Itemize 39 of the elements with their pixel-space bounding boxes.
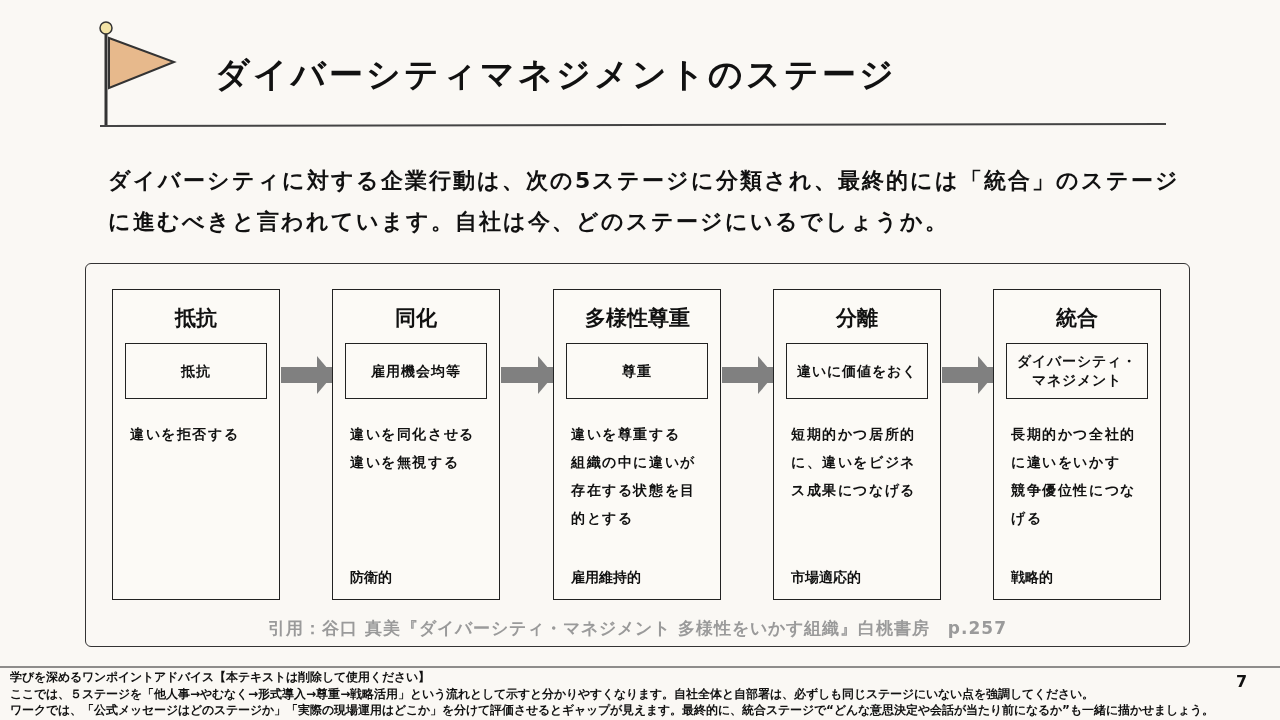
slide-title: ダイバーシティマネジメントのステージ: [215, 53, 897, 96]
label-box: 尊重: [566, 343, 708, 399]
note-text: ここでは、５ステージを「他人事→やむなく→形式導入→尊重→戦略活用」という流れとして示すと分かりやすくなります。自社全体と自部署は、必ずしも同じステージにいない点を強調してください。: [10, 685, 1096, 702]
panel: [85, 263, 1190, 647]
arrow: [501, 356, 554, 394]
description-text: 違いを尊重する: [571, 425, 682, 444]
arrow: [942, 356, 994, 394]
intro-text: ダイバーシティに対する企業行動は、次の5ステージに分類され、最終的には「統合」のステージに進むべきと言われています。自社は今、どのステージにいるでしょうか。: [108, 167, 1182, 236]
stage-type-text: 戦略的: [1011, 569, 1053, 587]
note-text: ワークでは、「公式メッセージはどのステージか」「実際の現場運用はどこか」を分けて評価させるとギャップが見えます。最終的に、統合ステージで“どんな意思決定や会話が当たり前になるか”も一緒に描かせましょう。: [10, 702, 1214, 719]
note-heading: 学びを深めるワンポイントアドバイス【本テキストは削除して使用ください】: [10, 669, 431, 686]
citation-text: 引用：谷口 真美『ダイバーシティ・マネジメント 多様性をいかす組織』白桃書房 p.257: [267, 617, 1008, 640]
description-text: 長期的かつ全社的に違いをいかす: [1011, 425, 1137, 472]
description-text: 短期的かつ居所的に、違いをビジネス成果につなげる: [791, 425, 917, 500]
stage-heading: 同化: [394, 305, 438, 332]
stage-box: [553, 289, 721, 600]
stage-type-text: 雇用維持的: [571, 569, 641, 587]
label-box: 違いに価値をおく: [786, 343, 928, 399]
arrow: [281, 356, 333, 394]
description-text: 違いを同化させる: [350, 425, 476, 444]
stage-heading: 抵抗: [173, 305, 218, 332]
page-number: 7: [1236, 672, 1248, 691]
stage-box: [993, 289, 1161, 600]
stage-heading: 分離: [834, 305, 879, 332]
stage-type-text: 防衛的: [350, 569, 392, 587]
stage-heading: 多様性尊重: [583, 305, 691, 332]
description-text: 競争優位性につなげる: [1011, 481, 1137, 528]
description-text: 違いを拒否する: [130, 425, 241, 444]
stage-heading: 統合: [1055, 305, 1099, 332]
label-box: 雇用機会均等: [345, 343, 487, 399]
label-box: 抵抗: [125, 343, 267, 399]
description-text: 組織の中に違いが存在する状態を目的とする: [571, 453, 697, 528]
stage-box: [332, 289, 500, 600]
label-box: ダイバーシティ・マネジメント: [1006, 343, 1148, 399]
arrow: [722, 356, 774, 394]
stage-box: [112, 289, 280, 600]
stage-box: [773, 289, 941, 600]
description-text: 違いを無視する: [350, 453, 461, 472]
stage-type-text: 市場適応的: [791, 569, 861, 587]
